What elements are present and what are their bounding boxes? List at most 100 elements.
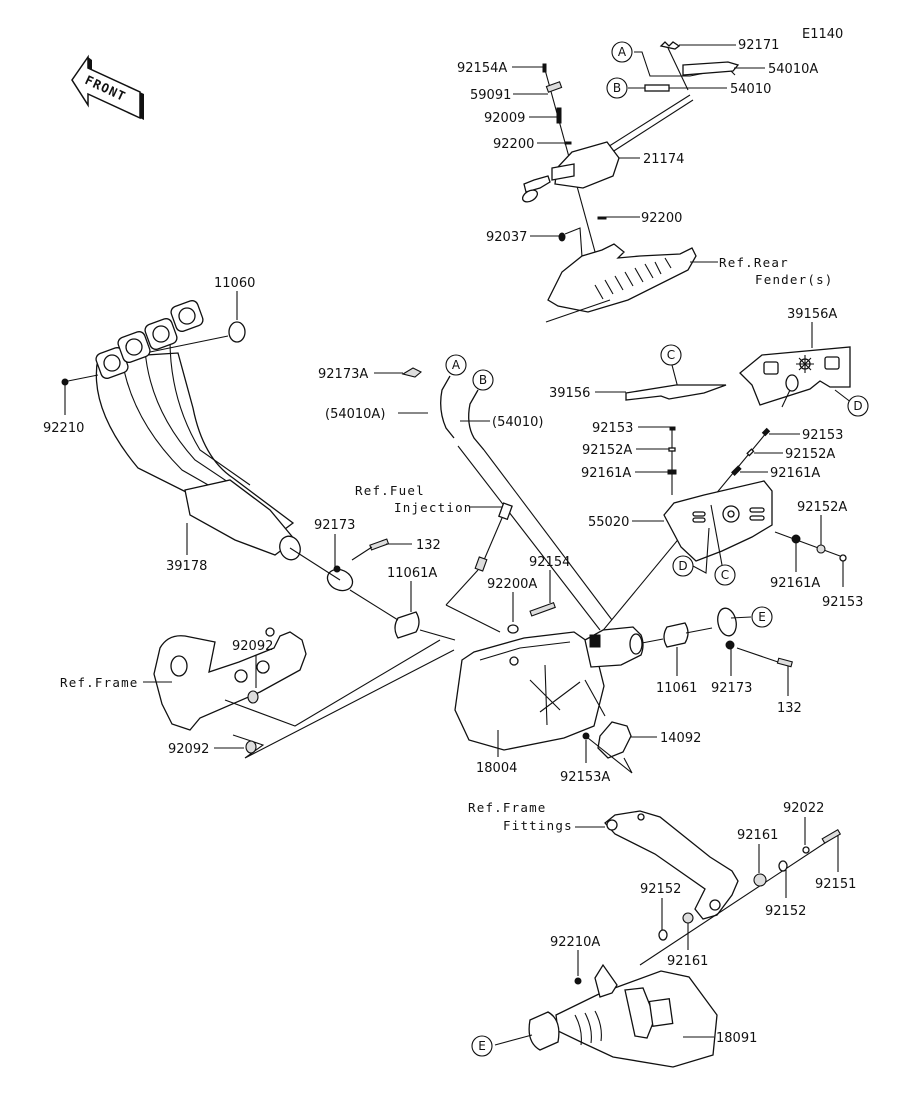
- label-11061A: 11061A: [387, 566, 437, 581]
- label-92173-right: 92173: [711, 681, 752, 696]
- rear-fender: [547, 243, 697, 313]
- part-92210A: [574, 977, 582, 985]
- callout-a-top: [611, 41, 633, 63]
- part-92153-b: [761, 427, 771, 437]
- bracket-55020-group: 92153 92152A 92161A 92153 92152A 92161A …: [561, 421, 863, 681]
- callout-b-top: [606, 77, 628, 99]
- callout-b-mid: [472, 369, 494, 391]
- label-ref-frame: Ref.Frame: [60, 675, 139, 690]
- part-92200A: [507, 624, 519, 634]
- svg-text:B: B: [613, 81, 621, 95]
- svg-text:E: E: [758, 610, 766, 624]
- callout-a-mid: [445, 354, 467, 376]
- part-55020: [663, 480, 773, 562]
- label-92161-top: 92161: [737, 828, 778, 843]
- mid-cables-group: 92173A A B (54010A) (54010) Ref.Fuel Inj…: [289, 354, 613, 641]
- part-92153-a: [669, 426, 676, 431]
- label-ref-frame-fittings-1: Ref.Frame: [468, 800, 547, 815]
- label-ref-rear-fender-2: Fender(s): [755, 272, 834, 287]
- exhaust-valve-actuator-group: 92171 54010A 54010 A B 92154A 59091: [457, 38, 834, 323]
- label-92210A: 92210A: [550, 935, 600, 950]
- part-54010A-lower: [440, 375, 455, 439]
- label-92173-left: 92173: [314, 518, 355, 533]
- part-54010: [644, 84, 670, 92]
- part-11061: [663, 622, 689, 648]
- label-92200A: 92200A: [487, 577, 537, 592]
- part-92200-low: [597, 216, 607, 220]
- callout-c-top: [660, 344, 682, 366]
- label-54010A-paren: (54010A): [325, 407, 385, 422]
- label-14092: 14092: [660, 731, 701, 746]
- label-54010-paren: (54010): [492, 415, 544, 430]
- callout-e-bot: [471, 1035, 493, 1057]
- label-92092-bot: 92092: [168, 742, 209, 757]
- part-92092-top: [247, 690, 259, 704]
- callout-d-mid: [672, 555, 694, 577]
- label-54010: 54010: [730, 82, 771, 97]
- label-11061: 11061: [656, 681, 697, 696]
- ref-frame-fittings: [604, 810, 739, 920]
- label-92152A-c: 92152A: [797, 500, 847, 515]
- svg-text:D: D: [678, 559, 687, 573]
- svg-text:C: C: [667, 348, 675, 362]
- part-39156: [625, 384, 727, 401]
- part-132-right-bolt: [776, 657, 793, 668]
- ref-frame: [153, 631, 307, 731]
- label-132-right: 132: [777, 701, 802, 716]
- part-92009: [556, 107, 562, 124]
- label-92173A: 92173A: [318, 367, 368, 382]
- part-14092: [597, 721, 632, 759]
- o2-sensor: [498, 502, 513, 521]
- label-92153-a: 92153: [592, 421, 633, 436]
- label-92152-right: 92152: [765, 904, 806, 919]
- part-92210: [61, 378, 69, 386]
- label-ref-fuel-1: Ref.Fuel: [355, 483, 425, 498]
- label-39178: 39178: [166, 559, 207, 574]
- callout-c-mid: [714, 564, 736, 586]
- part-92152-left: [658, 929, 668, 941]
- front-arrow-icon: FRONT: [71, 54, 144, 120]
- label-92152-left: 92152: [640, 882, 681, 897]
- part-92153A: [582, 732, 590, 740]
- label-92092-top: 92092: [232, 639, 273, 654]
- heat-shield-group: C 39156 39156A D: [549, 307, 869, 417]
- part-92161-top: [753, 873, 767, 887]
- header-pipes-group: 11060 92210 39178: [43, 276, 301, 574]
- part-92173A: [401, 367, 422, 378]
- silencer-group: Ref.Frame Fittings 92022 92151 92161 921…: [468, 800, 856, 1068]
- part-92092-bot: [245, 740, 257, 754]
- part-92022: [802, 846, 810, 854]
- part-92200-top: [564, 141, 572, 145]
- part-92153-c: [839, 554, 847, 562]
- part-18004: [454, 631, 605, 751]
- svg-text:A: A: [452, 358, 461, 372]
- part-92161A-a: [667, 469, 677, 475]
- label-21174: 21174: [643, 152, 684, 167]
- svg-text:A: A: [618, 45, 627, 59]
- label-ref-frame-fittings-2: Fittings: [503, 818, 573, 833]
- part-92037: [558, 232, 566, 242]
- part-92161A-b: [731, 465, 742, 476]
- label-92171: 92171: [738, 38, 779, 53]
- part-92154A: [542, 63, 547, 73]
- label-54010A: 54010A: [768, 62, 818, 77]
- part-92161A-c: [791, 534, 801, 544]
- callout-e-mid: [751, 606, 773, 628]
- part-92154: [529, 601, 556, 617]
- label-92037: 92037: [486, 230, 527, 245]
- part-21174: [554, 141, 620, 189]
- part-92151: [821, 829, 842, 844]
- muffler-group: Ref.Frame 92092 92092 18004 11061 E: [60, 606, 802, 785]
- label-55020: 55020: [588, 515, 629, 530]
- label-92022: 92022: [783, 801, 824, 816]
- label-92153-b: 92153: [802, 428, 843, 443]
- label-11060: 11060: [214, 276, 255, 291]
- callout-d-top: [847, 395, 869, 417]
- label-39156: 39156: [549, 386, 590, 401]
- part-92161-bot: [682, 912, 694, 924]
- label-92153-c: 92153: [822, 595, 863, 610]
- label-132-left: 132: [416, 538, 441, 553]
- part-11060-gasket: [228, 321, 246, 343]
- part-92152-right: [778, 860, 788, 872]
- part-92152A-c: [816, 544, 826, 554]
